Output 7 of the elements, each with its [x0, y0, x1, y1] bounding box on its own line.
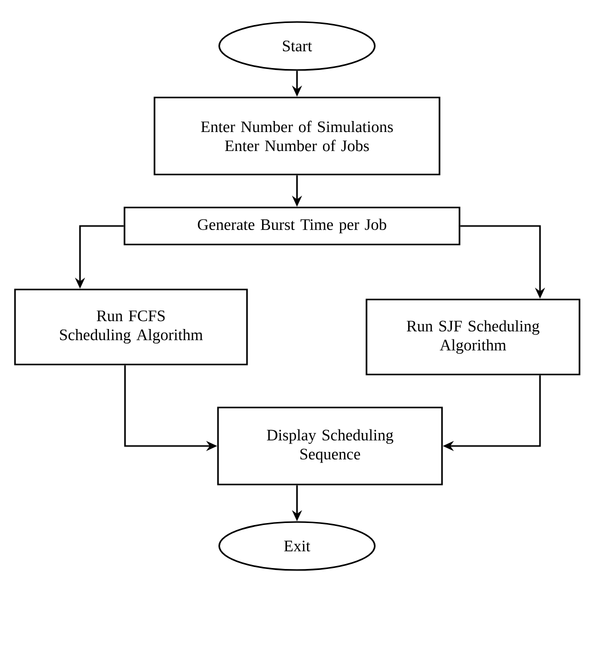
terminal-oval: Exit	[218, 521, 376, 571]
process-box: Generate Burst Time per Job	[124, 206, 460, 246]
process-box: Display Scheduling Sequence	[217, 406, 443, 486]
process-box: Enter Number of Simulations Enter Number of Jobs	[154, 96, 440, 176]
process-box: Run SJF Scheduling Algorithm	[366, 298, 580, 376]
process-box: Run FCFS Scheduling Algorithm	[14, 288, 248, 366]
terminal-oval: Start	[218, 21, 376, 71]
